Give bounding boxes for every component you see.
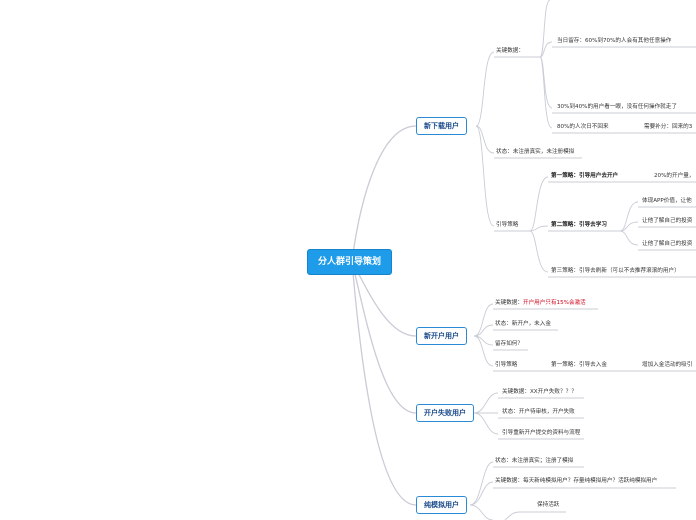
branch-label: 新开户用户 [424, 332, 459, 340]
leaf-status: 状态：未注册真实，未注册模拟 [496, 149, 575, 155]
leaf-next-day: 80%的人次日不回来 [557, 124, 609, 130]
leaf-strategy-1: 第一策略：引导用户去开户 [551, 173, 619, 179]
highlight-text: 开户用户只有15%会激活 [522, 300, 586, 306]
leaf-open-rate: 20%的开户量， [654, 173, 695, 179]
branch-node-simulation[interactable]: 纯模拟用户 [416, 496, 467, 514]
leaf-key-data: 关键数据：每天新纯模拟用户？存量纯模拟用户？活跃纯模拟用户 [495, 478, 658, 484]
leaf-strategy-3: 第三策略：引导去刷新（可以不去推荐滚滚的用户） [551, 268, 680, 274]
leaf-key-data: 关键数据：开户用户只有15%会激活 [495, 300, 586, 306]
leaf-guide-strategy: 引导策略 [495, 362, 518, 368]
leaf-retention: 留存如何？ [495, 341, 523, 347]
leaf-know-invest-1: 让他了解自己的投资 [642, 218, 693, 224]
leaf-key-data: 关键数据：XX开户失败？？？ [502, 389, 577, 395]
leaf-need-supplement: 需要补分：回来的3 [644, 124, 693, 130]
leaf-deposit-activity: 增加入金活动的吸引 [642, 362, 693, 368]
branch-label: 新下载用户 [424, 122, 459, 130]
leaf-strategy-2: 第二策略：引导去学习 [551, 222, 607, 228]
root-node[interactable]: 分人群引导策划 [307, 249, 393, 275]
branch-node-account-failed[interactable]: 开户失败用户 [416, 404, 474, 422]
leaf-status: 状态：新开户，未入金 [495, 321, 551, 327]
leaf-status: 状态：开户待审核，开户失败 [502, 409, 575, 415]
branch-label: 纯模拟用户 [424, 501, 459, 509]
leaf-keep-active: 保持活跃 [537, 502, 560, 508]
root-node-label: 分人群引导策划 [318, 257, 382, 267]
branch-node-new-download[interactable]: 新下载用户 [416, 117, 467, 135]
leaf-guide-strategy: 引导策略 [496, 222, 519, 228]
leaf-app-value: 体现APP价值，让他 [642, 198, 692, 204]
leaf-resubmit: 引导重新开户提交的资料与流程 [502, 430, 581, 436]
leaf-know-invest-2: 让他了解自己的投资 [642, 241, 693, 247]
branch-node-new-account[interactable]: 新开户用户 [416, 327, 467, 345]
leaf-strategy-deposit: 第一策略：引导去入金 [551, 362, 607, 368]
branch-label: 开户失败用户 [424, 409, 466, 417]
leaf-key-data: 关键数据： [496, 48, 524, 54]
leaf-no-action: 30%到40%的用户看一眼，没有任何操作就走了 [557, 104, 677, 110]
leaf-status: 状态：未注册真实；注册了模拟 [495, 458, 574, 464]
leaf-day-retention: 当日留存：60%到70%的人会有其他任意操作 [557, 38, 672, 44]
